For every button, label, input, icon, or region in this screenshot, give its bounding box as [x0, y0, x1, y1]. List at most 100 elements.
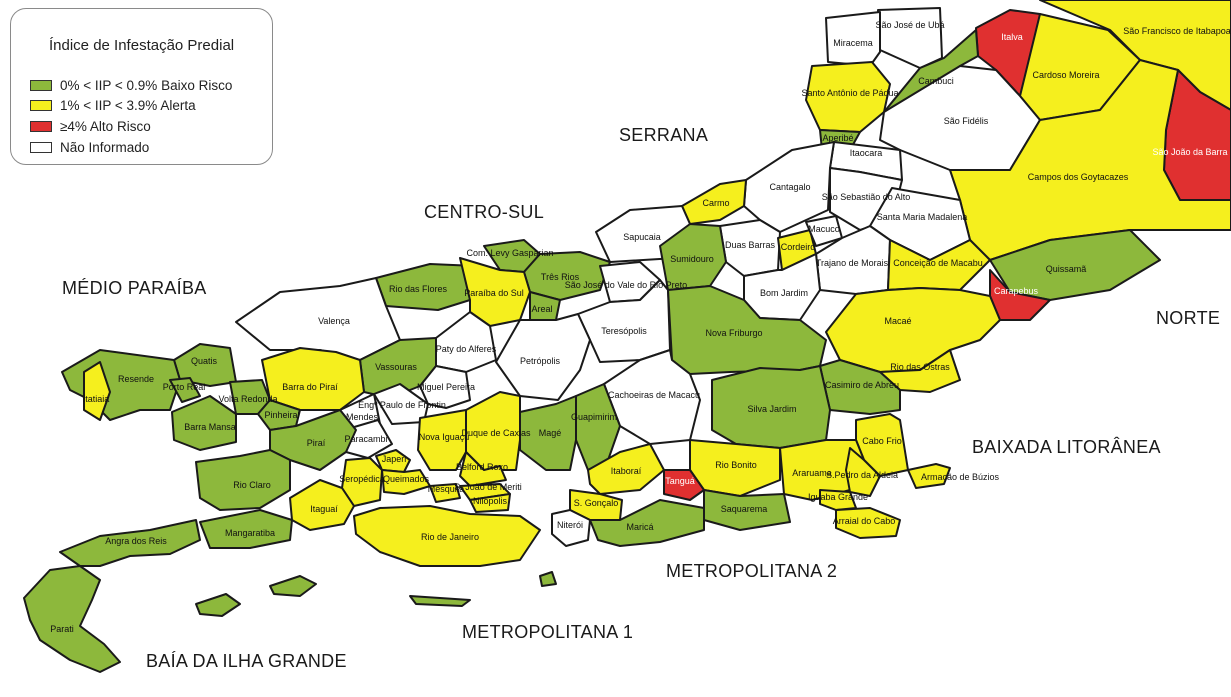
municipality-label: Miracema — [833, 38, 873, 48]
municipality-label: Areal — [531, 304, 552, 314]
municipality-label: Conceição de Macabu — [893, 258, 983, 268]
legend-title: Índice de Infestação Predial — [49, 37, 235, 54]
municipality-label: Silva Jardim — [747, 404, 796, 414]
municipality-label: Rio das Flores — [389, 284, 448, 294]
municipality-label: Cachoeiras de Macacu — [608, 390, 700, 400]
map-legend: Índice de Infestação Predial 0% < IIP < … — [10, 8, 273, 165]
municipality-label: Itaocara — [850, 148, 883, 158]
municipality-label: Pinheiral — [264, 410, 299, 420]
legend-swatch-none — [30, 141, 52, 153]
legend-label: ≥4% Alto Risco — [60, 118, 151, 134]
municipality-label: Aperibé — [822, 133, 853, 143]
region-label-serrana: SERRANA — [619, 125, 709, 145]
municipality-label: São Fidélis — [944, 116, 989, 126]
municipality-label: Tanguá — [665, 476, 695, 486]
municipality-label: Trajano de Morais — [816, 258, 889, 268]
legend-item-alert: 1% < IIP < 3.9% Alerta — [30, 97, 196, 113]
municipality-label: Maricá — [626, 522, 653, 532]
municipality-label: Itaguaí — [310, 504, 338, 514]
legend-label: 0% < IIP < 0.9% Baixo Risco — [60, 77, 233, 93]
municipality-mage — [519, 395, 577, 471]
municipality-label: Cantagalo — [769, 182, 810, 192]
municipality-label: Duas Barras — [725, 240, 776, 250]
municipality-label: Guapimirim — [571, 412, 617, 422]
municipality-macae — [825, 287, 1001, 373]
municipality-label: Magé — [539, 428, 562, 438]
municipality-label: Armação de Búzios — [921, 472, 1000, 482]
municipality-cachoeiras-de-macacu — [603, 349, 701, 445]
island-ilha-grande — [269, 575, 317, 597]
municipality-label: Com. Levy Gasparian — [466, 248, 553, 258]
municipality-label: Carapebus — [994, 286, 1039, 296]
municipality-label: Duque de Caxias — [461, 428, 531, 438]
municipality-itaguai — [289, 479, 355, 531]
municipality-label: Parati — [50, 624, 74, 634]
municipality-rio-de-janeiro — [353, 505, 541, 567]
municipality-label: Belford Roxo — [456, 462, 508, 472]
municipality-label: Santo Antônio de Pádua — [801, 88, 898, 98]
region-label-metropolitana-1: METROPOLITANA 1 — [462, 622, 634, 642]
municipality-label: São José do Vale do Rio Preto — [565, 280, 687, 290]
municipality-label: Angra dos Reis — [105, 536, 167, 546]
municipality-label: Macuco — [808, 224, 840, 234]
municipality-label: Rio Claro — [233, 480, 271, 490]
municipality-mangaratiba — [199, 509, 293, 549]
municipality-label: Araruama — [792, 468, 832, 478]
municipality-silva-jardim — [711, 365, 831, 449]
municipality-itatiaia — [83, 361, 111, 421]
municipality-label: Niterói — [557, 520, 583, 530]
municipality-label: Cordeiro — [781, 242, 816, 252]
municipality-label: Barra do Piraí — [282, 382, 338, 392]
region-label-norte: NORTE — [1156, 308, 1221, 328]
municipality-mesquita — [429, 483, 461, 503]
municipality-label: Barra Mansa — [184, 422, 236, 432]
island-small — [539, 571, 557, 587]
region-label-medio-paraiba: MÉDIO PARAÍBA — [62, 278, 207, 298]
municipality-label: Sumidouro — [670, 254, 714, 264]
municipality-eng-paulo-de-frontin — [373, 383, 429, 425]
municipality-label: Vassouras — [375, 362, 417, 372]
municipality-rio-claro — [195, 449, 291, 511]
legend-item-not-informed: Não Informado — [30, 139, 150, 155]
municipality-label: Italva — [1001, 32, 1023, 42]
municipality-label: Paraíba do Sul — [464, 288, 524, 298]
municipality-label: Mesquita — [428, 484, 465, 494]
municipality-label: Nova Friburgo — [705, 328, 762, 338]
municipality-s-pedro-da-aldeia — [845, 447, 881, 497]
municipality-santo-antonio-de-padua — [805, 61, 891, 133]
legend-swatch-high — [30, 120, 52, 132]
municipality-label: Iguaba Grande — [808, 492, 868, 502]
legend-item-low-risk: 0% < IIP < 0.9% Baixo Risco — [30, 77, 233, 93]
municipality-label: São Francisco de Itabapoana — [1123, 26, 1231, 36]
municipality-label: Bom Jardim — [760, 288, 808, 298]
region-label-baia-da-ilha-grande: BAÍA DA ILHA GRANDE — [146, 651, 347, 671]
municipality-label: Santa Maria Madalena — [877, 212, 968, 222]
municipality-label: Seropédica — [339, 474, 385, 484]
municipality-pinheiral — [257, 399, 301, 431]
municipality-barra-mansa — [171, 395, 237, 451]
municipality-label: Quissamã — [1046, 264, 1087, 274]
municipality-label: Mangaratiba — [225, 528, 275, 538]
municipality-label: Cambuci — [918, 76, 954, 86]
municipality-itaborai — [587, 443, 665, 495]
municipality-label: Nova Iguaçu — [419, 432, 470, 442]
municipality-belford-roxo — [459, 451, 507, 487]
legend-label: Não Informado — [60, 139, 150, 155]
municipality-label: Rio das Ostras — [890, 362, 950, 372]
legend-label: 1% < IIP < 3.9% Alerta — [60, 97, 196, 113]
municipality-label: Arraial do Cabo — [833, 516, 896, 526]
island-ilha-de-marambaia — [409, 595, 471, 607]
region-label-baixada-litoranea: BAIXADA LITORÂNEA — [972, 437, 1161, 457]
municipality-label: Três Rios — [541, 272, 580, 282]
municipality-label: Itatiaia — [83, 394, 110, 404]
municipality-label: Engº Paulo de Frontin — [358, 400, 446, 410]
municipality-label: Casimiro de Abreu — [825, 380, 899, 390]
municipality-label: Paracambi — [344, 434, 387, 444]
municipality-label: Rio de Janeiro — [421, 532, 479, 542]
municipality-label: São José de Ubá — [875, 20, 944, 30]
municipality-label: Carmo — [702, 198, 729, 208]
municipality-label: Teresópolis — [601, 326, 647, 336]
legend-item-high-risk: ≥4% Alto Risco — [30, 118, 151, 134]
municipality-label: Mendes — [346, 412, 379, 422]
